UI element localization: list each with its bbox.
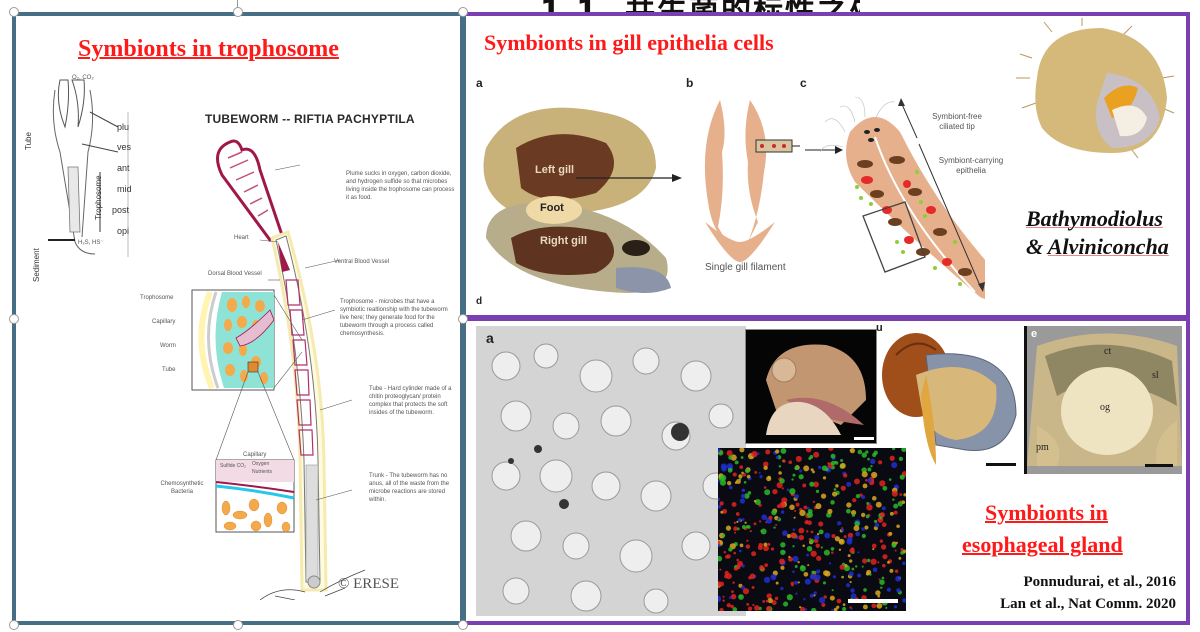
panel-letter-tem: a (486, 330, 494, 346)
panel-letter-a: a (476, 76, 483, 90)
ventral-vessel-label: Ventral Blood Vessel (334, 259, 390, 265)
filament-label: Single gill filament (705, 262, 786, 273)
tube-note: Tube - Hard cylinder made of a chitin pr… (369, 386, 452, 416)
esophageal-heading-line2: esophageal gland (962, 532, 1123, 557)
mussel-photo[interactable] (476, 88, 686, 300)
species-bathymodiolus: Bathymodiolus (1026, 206, 1163, 231)
ciliated-tip-label: Symbiont-free ciliated tip (932, 112, 982, 131)
gill-heading: Symbionts in gill epithelia cells (484, 30, 774, 55)
panel-letter-c: c (800, 76, 807, 90)
sulfide-co2-label: Sulfide CO₂ (220, 463, 247, 469)
schematic-label-plume: plu (117, 122, 130, 132)
citation-ponnudurai: Ponnudurai, et al., 2016 (1023, 574, 1176, 590)
schematic-label-sediment: Sediment (32, 248, 41, 282)
schematic-label-mid: mid (117, 184, 132, 194)
rotation-handle-line (237, 0, 238, 12)
left-gill-label: Left gill (535, 164, 575, 176)
schematic-label-anterior: ant (117, 163, 130, 173)
gill-filament-diagram (704, 100, 800, 262)
scaly-snail-photo[interactable] (745, 329, 877, 444)
epithelia-label: Symbiont-carrying epithelia (938, 156, 1004, 175)
resize-handle-top-right[interactable] (458, 7, 468, 17)
schematic-label-opisthosome: opi (117, 226, 130, 236)
inset-label-capillary: Capillary (152, 319, 176, 325)
schematic-label-posterior: post (112, 205, 130, 215)
tubeworm-title: TUBEWORM -- RIFTIA PACHYPTILA (205, 112, 415, 126)
resize-handle-bottom-right[interactable] (458, 620, 468, 630)
inset-label-worm: Worm (160, 343, 176, 349)
species-alviniconcha: & Alviniconcha (1026, 234, 1169, 259)
section-label-ct: ct (1104, 346, 1112, 357)
oxygen-nutrients-label: Oxygen Nutrients (252, 461, 273, 475)
alviniconcha-snail-photo[interactable] (1012, 18, 1177, 158)
trophosome-heading: Symbionts in trophosome (78, 36, 339, 62)
dorsal-vessel-label: Dorsal Blood Vessel (208, 271, 262, 277)
resize-handle-bottom-left[interactable] (9, 620, 19, 630)
tubeworm-illustration (191, 139, 366, 600)
erese-copyright: © ERESE (338, 576, 399, 592)
trunk-note: Trunk - The tubeworm has no anus, all of… (369, 473, 450, 503)
inset-label-trophosome: Trophosome (140, 295, 174, 301)
esophageal-panel-frame[interactable] (464, 317, 1190, 625)
schematic-label-vessel: ves (117, 142, 132, 152)
panel-letter-b: b (686, 76, 694, 90)
section-label-pm: pm (1036, 442, 1049, 453)
gastropod-dissected-photo[interactable] (876, 325, 1021, 475)
resize-handle-top-center[interactable] (233, 7, 243, 17)
schematic-label-sulfide: H₂S, HS⁻ (78, 240, 104, 246)
scale-bar (848, 599, 898, 603)
heart-label: Heart (234, 235, 249, 241)
right-gill-label: Right gill (540, 235, 588, 247)
resize-handle-middle-right[interactable] (458, 314, 468, 324)
section-label-og: og (1100, 402, 1110, 413)
schematic-label-gases: O₂, CO₂ (72, 75, 94, 81)
trophosome-note: Trophosome - microbes that have a symbio… (340, 299, 448, 337)
panel-letter-d: d (476, 296, 483, 307)
bacteria-label: Chemosynthetic Bacteria (160, 481, 204, 495)
tem-micrograph[interactable] (476, 326, 746, 616)
resize-handle-bottom-center[interactable] (233, 620, 243, 630)
section-label-sl: sl (1152, 370, 1159, 381)
esophageal-heading-line1: Symbionts in (985, 500, 1108, 525)
epithelia-cell-diagram (805, 96, 985, 300)
resize-handle-middle-left[interactable] (9, 314, 19, 324)
plume-note: Plume sucks in oxygen, carbon dioxide, a… (346, 171, 455, 201)
schematic-label-tube: Tube (24, 132, 33, 150)
resize-handle-top-left[interactable] (9, 7, 19, 17)
panel-letter-u: u (876, 322, 883, 334)
tubeworm-schematic (48, 79, 129, 257)
esophageal-section-image[interactable] (1024, 326, 1182, 474)
foot-label: Foot (540, 202, 564, 214)
inset-label-tube: Tube (162, 367, 176, 373)
schematic-label-trophosome: Trophosome (94, 175, 103, 220)
capillary-title: Capillary (243, 452, 267, 458)
panel-letter-e: e (1031, 328, 1038, 340)
fish-fluorescence-image[interactable] (718, 448, 906, 611)
citation-lan: Lan et al., Nat Comm. 2020 (1000, 596, 1176, 612)
